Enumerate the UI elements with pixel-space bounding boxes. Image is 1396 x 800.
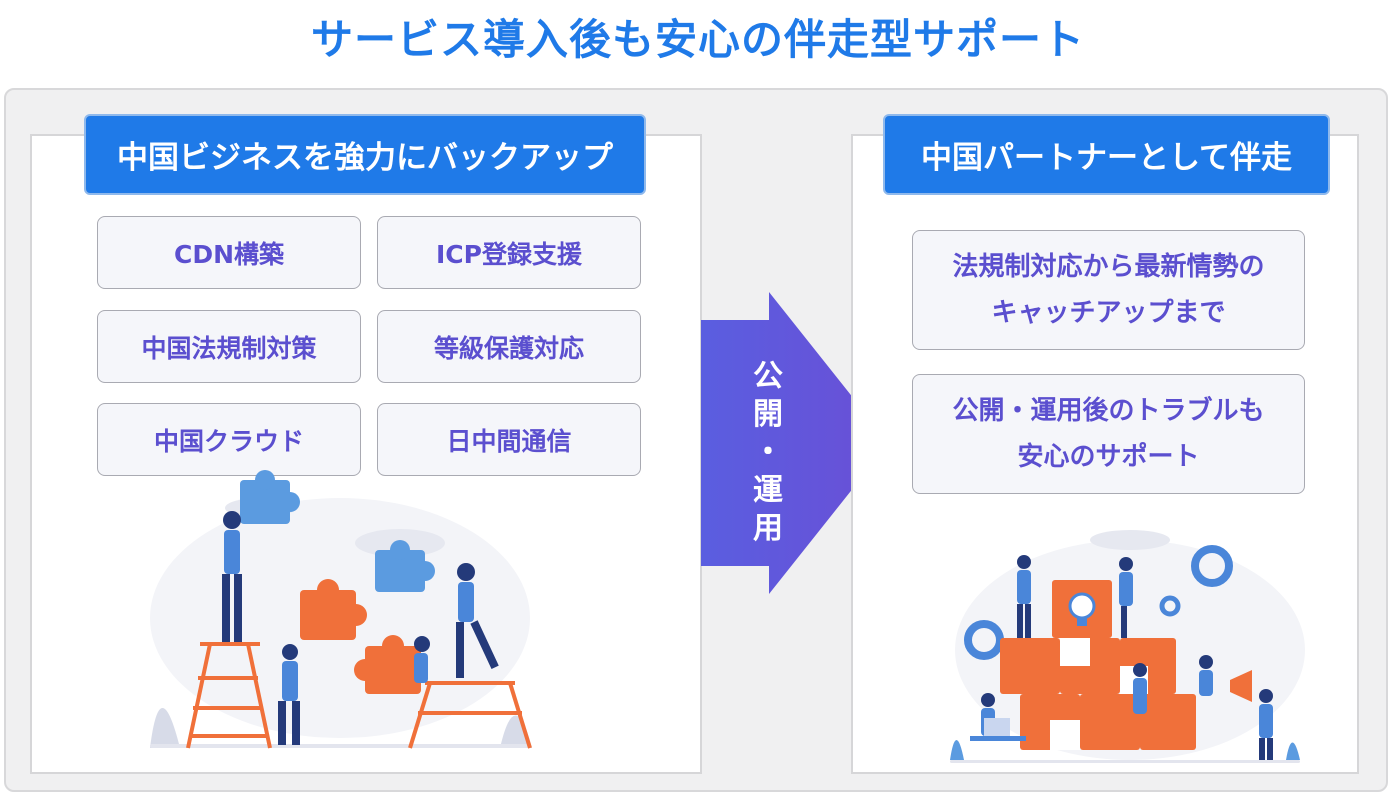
arrow-label-char: 運 (753, 473, 783, 508)
left-heading: 中国ビジネスを強力にバックアップ (84, 114, 646, 195)
service-card-cloud: 中国クラウド (97, 403, 361, 476)
teamwork-puzzle-illustration (150, 470, 532, 749)
support-card-line: 公開・運用後のトラブルも (952, 396, 1265, 426)
arrow-label-char: 公 (753, 359, 783, 394)
service-card-mlps: 等級保護対応 (377, 310, 641, 383)
page-title: サービス導入後も安心の伴走型サポート (310, 15, 1085, 64)
support-card-operation: 公開・運用後のトラブルも 安心のサポート (912, 374, 1305, 494)
arrow-label-char: ・ (753, 435, 783, 470)
service-card-icp: ICP登録支援 (377, 216, 641, 289)
arrow-label: 公 開 ・ 運 用 (748, 358, 788, 548)
service-card-cdn: CDN構築 (97, 216, 361, 289)
partnership-puzzle-illustration (950, 530, 1305, 763)
service-card-regulation: 中国法規制対策 (97, 310, 361, 383)
support-card-regulation: 法規制対応から最新情勢の キャッチアップまで (912, 230, 1305, 350)
service-card-network: 日中間通信 (377, 403, 641, 476)
support-card-line: 安心のサポート (1017, 442, 1200, 472)
flow-arrow (701, 292, 889, 594)
right-heading: 中国パートナーとして伴走 (883, 114, 1330, 195)
arrow-label-char: 用 (753, 511, 783, 546)
arrow-label-char: 開 (753, 397, 783, 432)
support-card-line: キャッチアップまで (991, 298, 1226, 328)
support-card-line: 法規制対応から最新情勢の (952, 252, 1265, 282)
